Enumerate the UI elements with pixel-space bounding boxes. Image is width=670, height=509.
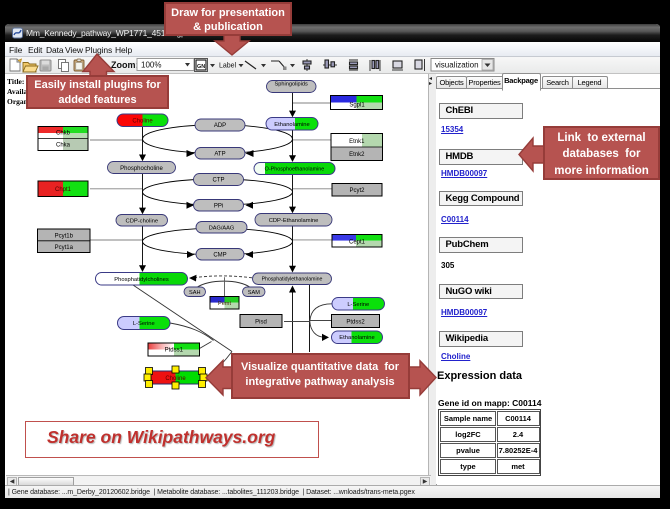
svg-text:100%: 100% bbox=[141, 61, 161, 70]
svg-text:CMP: CMP bbox=[213, 252, 226, 258]
svg-text:L-Serine: L-Serine bbox=[133, 321, 155, 327]
svg-text:CDP-choline: CDP-choline bbox=[126, 219, 159, 225]
svg-text:Phosphatidylethanolamine: Phosphatidylethanolamine bbox=[262, 277, 323, 283]
svg-text:DAG/AAG: DAG/AAG bbox=[209, 225, 235, 231]
svg-text:CTP: CTP bbox=[213, 178, 225, 184]
svg-text:Sgpl1: Sgpl1 bbox=[349, 103, 365, 109]
svg-text:Label: Label bbox=[219, 63, 237, 70]
svg-text:O-Phosphoethanolamine: O-Phosphoethanolamine bbox=[265, 167, 325, 173]
svg-text:visualization: visualization bbox=[435, 61, 479, 70]
svg-text:CDP-Ethanolamine: CDP-Ethanolamine bbox=[269, 218, 319, 224]
svg-text:Pcyt2: Pcyt2 bbox=[349, 188, 365, 194]
svg-text:Ethanolamine: Ethanolamine bbox=[339, 335, 374, 341]
svg-text:Phosphocholine: Phosphocholine bbox=[120, 166, 163, 172]
svg-text:Chkb: Chkb bbox=[56, 130, 71, 136]
svg-text:Choline: Choline bbox=[132, 119, 153, 125]
svg-text:Pcyt1b: Pcyt1b bbox=[55, 233, 74, 239]
svg-text:Etnk1: Etnk1 bbox=[349, 139, 365, 145]
svg-text:Pemt: Pemt bbox=[218, 301, 232, 307]
svg-text:Sphingolipids: Sphingolipids bbox=[275, 82, 308, 88]
svg-text:Cept1: Cept1 bbox=[349, 240, 366, 246]
svg-text:SAH: SAH bbox=[189, 290, 201, 296]
svg-text:Zoom:: Zoom: bbox=[111, 60, 139, 70]
svg-text:Chpt1: Chpt1 bbox=[55, 187, 72, 193]
svg-text:Pisd: Pisd bbox=[255, 319, 267, 325]
svg-text:Phosphatidylcholines: Phosphatidylcholines bbox=[114, 277, 169, 283]
svg-text:L-Serine: L-Serine bbox=[347, 302, 369, 308]
svg-text:Choline: Choline bbox=[165, 376, 186, 382]
svg-text:Etnk2: Etnk2 bbox=[349, 152, 365, 158]
svg-text:ATP: ATP bbox=[214, 151, 225, 157]
svg-text:Ethanolamine: Ethanolamine bbox=[274, 122, 309, 128]
svg-text:Chka: Chka bbox=[56, 143, 71, 149]
svg-text:ADP: ADP bbox=[214, 123, 226, 129]
svg-text:Pcyt1a: Pcyt1a bbox=[55, 245, 74, 251]
svg-text:Ptdss2: Ptdss2 bbox=[346, 319, 365, 325]
svg-text:PPi: PPi bbox=[214, 203, 223, 209]
svg-text:GN: GN bbox=[197, 64, 205, 70]
svg-text:SAM: SAM bbox=[248, 290, 260, 296]
svg-text:Ptdss1: Ptdss1 bbox=[165, 347, 184, 353]
